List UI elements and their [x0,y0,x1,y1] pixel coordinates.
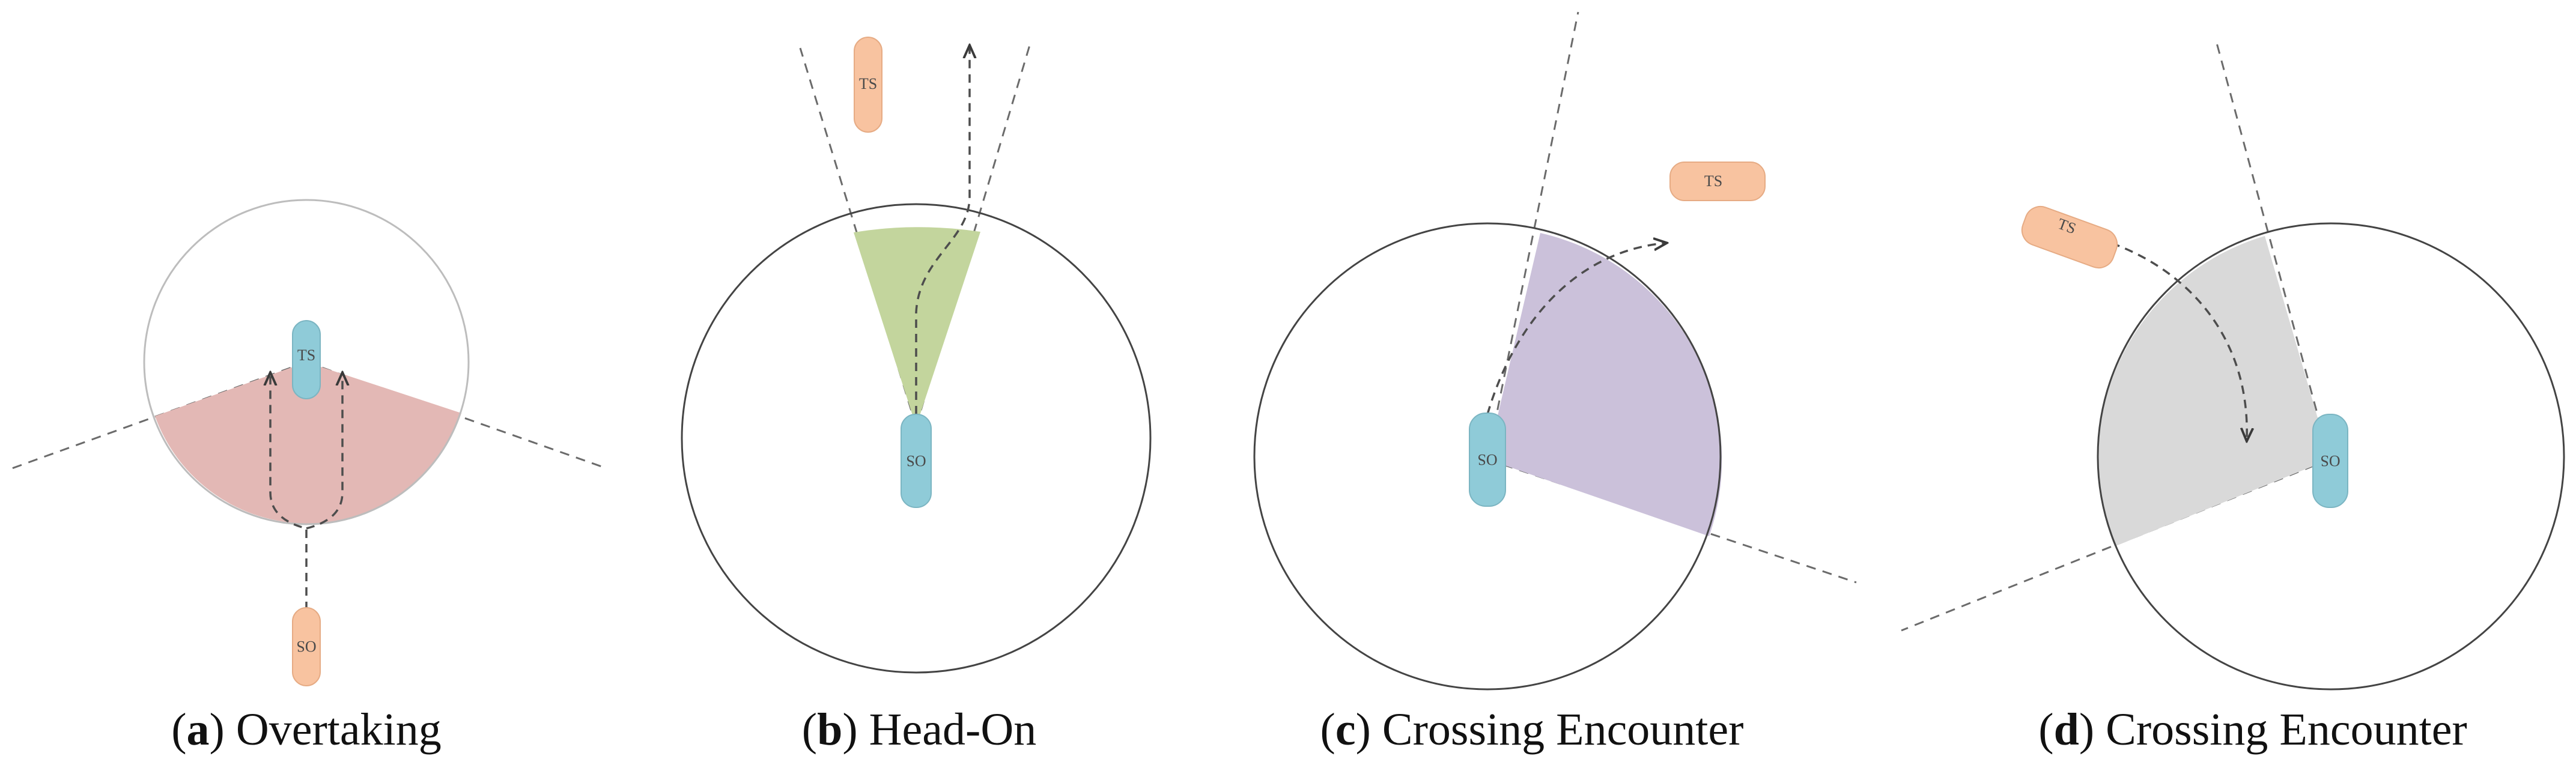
panel-b-target-ship-label: TS [859,75,877,92]
panel-c-own-ship-track [1486,243,1664,415]
caption-d-title: Crossing Encounter [2106,704,2467,755]
panel-d-crossing-encounter: TS OS [1901,43,2565,691]
panel-b-own-ship-label: OS [906,452,926,470]
caption-a-title: Overtaking [235,704,442,755]
panel-a-own-ship [292,607,321,686]
panel-b-own-ship-track [915,48,970,414]
panel-c-crossing-encounter: TS OS [1253,11,1857,691]
panel-b-target-ship [854,37,882,133]
panel-a-range-circle [143,199,470,525]
panel-c-crossing-sector [1487,233,1722,536]
caption-b: (b) Head-On [801,704,1037,755]
panel-d-crossing-sector [2097,236,2330,546]
panel-a-target-ship-label: TS [297,346,315,364]
panel-b-head-on: TS OS [681,37,1152,674]
panel-a-own-ship-track-left [270,375,308,624]
panel-d-target-ship [2021,205,2118,269]
panel-c-range-circle [1253,222,1722,691]
panel-c-own-ship [1469,413,1506,507]
caption-c: (c) Crossing Encounter [1320,704,1744,755]
caption-d: (d) Crossing Encounter [2038,704,2467,755]
caption-c-title: Crossing Encounter [1382,704,1744,755]
panel-d-range-circle [2097,222,2565,691]
panel-d-own-ship-label: OS [2320,452,2340,470]
panel-c-own-ship-label: OS [1477,451,1497,468]
panel-b-range-circle [681,203,1152,674]
panel-d-target-ship-track [2111,242,2247,438]
caption-c-letter: c [1335,704,1356,755]
panel-a-own-ship-track-right [306,375,342,530]
caption-a-letter: a [186,704,210,755]
panel-b-own-ship [901,414,932,508]
panel-a-own-ship-label: OS [296,638,316,655]
panel-a-overtaking-sector [155,362,461,524]
panel-c-target-ship-label: TS [1704,172,1722,190]
caption-b-letter: b [817,704,843,755]
caption-a: (a) Overtaking [171,704,442,755]
panel-c-ahead-sector-boundary [1486,11,1579,460]
panel-d-own-ship [2312,414,2348,508]
caption-b-title: Head-On [869,704,1037,755]
caption-d-letter: d [2053,704,2079,755]
panel-a-overtaking: TS OS [11,199,607,686]
panel-a-target-ship [292,320,321,399]
panel-c-target-ship [1669,162,1766,201]
panel-d-ahead-sector-boundary [2216,43,2331,460]
